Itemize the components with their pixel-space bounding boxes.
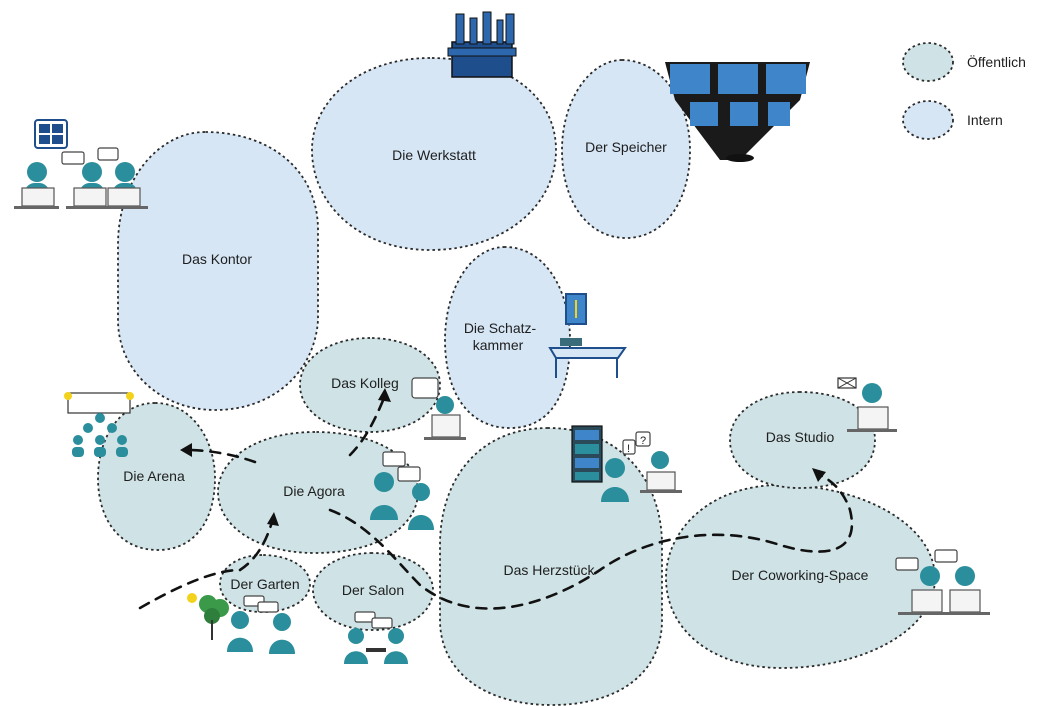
journey-paths bbox=[138, 388, 854, 610]
zone-label-arena: Die Arena bbox=[123, 468, 185, 484]
speech-bubble-icon bbox=[61, 151, 85, 165]
zone-label-kontor: Das Kontor bbox=[182, 251, 252, 267]
zone-label-speicher: Der Speicher bbox=[585, 139, 667, 155]
agora-people bbox=[370, 451, 434, 530]
person-icon bbox=[436, 396, 454, 414]
zone-studio bbox=[729, 391, 876, 489]
arrowhead-kolleg bbox=[378, 388, 391, 402]
tree-icon bbox=[187, 593, 229, 640]
person-icon bbox=[955, 566, 975, 586]
legend-internal-swatch bbox=[902, 100, 954, 140]
question-bubble-icon bbox=[635, 431, 651, 447]
toolbox-icon bbox=[447, 11, 517, 78]
bookshelf-icon bbox=[571, 425, 603, 483]
zone-label-schatzkammer-2: kammer bbox=[473, 337, 524, 353]
kolleg-person bbox=[411, 377, 466, 440]
exhibit-table-icon bbox=[548, 293, 627, 378]
path-agora-arena bbox=[186, 448, 257, 464]
zone-arena bbox=[97, 402, 216, 551]
person-icon bbox=[348, 628, 364, 644]
person-icon bbox=[651, 451, 669, 469]
zone-label-garten: Der Garten bbox=[230, 576, 299, 592]
speech-bubble-icon bbox=[895, 557, 919, 571]
person-icon bbox=[412, 483, 430, 501]
person-icon bbox=[920, 566, 940, 586]
path-main bbox=[138, 473, 854, 610]
zone-kontor bbox=[117, 131, 319, 411]
speech-bubble-icon bbox=[257, 601, 279, 613]
legend-public-label: Öffentlich bbox=[967, 53, 1026, 70]
zone-salon bbox=[312, 552, 434, 631]
person-icon bbox=[82, 162, 102, 182]
arrowhead-studio bbox=[812, 468, 826, 482]
zone-label-schatzkammer-1: Die Schatz- bbox=[464, 320, 537, 336]
zone-label-agora: Die Agora bbox=[283, 483, 345, 499]
salon-people bbox=[344, 611, 408, 664]
speech-bubble-icon bbox=[382, 451, 406, 467]
legend: Öffentlich Intern bbox=[902, 42, 1026, 140]
speech-bubble-icon bbox=[934, 549, 958, 563]
exclamation-bubble-icon bbox=[622, 439, 636, 455]
person-icon bbox=[388, 628, 404, 644]
path-garden-agora bbox=[238, 520, 274, 572]
speech-bubble-icon bbox=[354, 611, 376, 623]
video-call-icon bbox=[34, 119, 68, 149]
arrowhead-arena bbox=[180, 443, 192, 457]
zone-label-werkstatt: Die Werkstatt bbox=[392, 147, 476, 163]
zone-label-salon: Der Salon bbox=[342, 582, 404, 598]
zone-label-studio: Das Studio bbox=[766, 429, 835, 445]
herzstueck-people: ! ? bbox=[601, 431, 682, 502]
arena-audience-icon bbox=[64, 392, 134, 457]
person-icon bbox=[273, 613, 291, 631]
speech-bubble-icon bbox=[371, 617, 393, 629]
zone-label-kolleg: Das Kolleg bbox=[331, 375, 399, 391]
zone-schatzkammer bbox=[444, 246, 571, 429]
person-icon bbox=[27, 162, 47, 182]
path-agora-kolleg bbox=[348, 396, 386, 457]
kontor-workers bbox=[14, 147, 148, 209]
svg-text:!: ! bbox=[627, 443, 630, 455]
speech-bubble-icon bbox=[97, 147, 119, 161]
archive-shelves-icon bbox=[665, 62, 810, 162]
speech-bubble-icon bbox=[397, 466, 421, 482]
svg-text:?: ? bbox=[640, 435, 646, 447]
zone-label-herzstueck: Das Herzstück bbox=[503, 562, 595, 578]
zone-speicher bbox=[561, 59, 691, 239]
person-icon bbox=[605, 458, 625, 478]
garten-people bbox=[227, 595, 295, 654]
coworking-people bbox=[895, 549, 990, 615]
person-icon bbox=[115, 162, 135, 182]
legend-internal-label: Intern bbox=[967, 112, 1003, 128]
speech-bubble-icon bbox=[411, 377, 439, 399]
zone-werkstatt bbox=[311, 57, 557, 251]
person-icon bbox=[374, 472, 394, 492]
zone-kolleg bbox=[299, 337, 441, 433]
studio-person bbox=[837, 377, 897, 432]
legend-public-swatch bbox=[902, 42, 954, 82]
zone-label-coworking: Der Coworking-Space bbox=[732, 567, 869, 583]
person-icon bbox=[862, 383, 882, 403]
person-icon bbox=[231, 611, 249, 629]
arrowhead-agora bbox=[267, 512, 279, 526]
